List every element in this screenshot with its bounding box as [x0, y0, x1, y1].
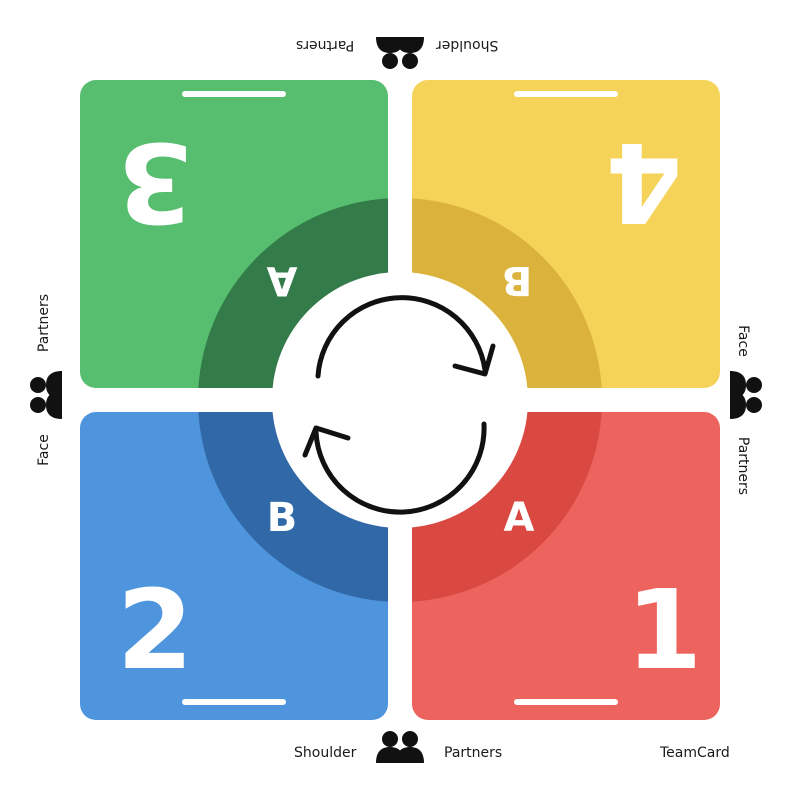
quadrant-2-letter: B [267, 495, 298, 541]
people-icon [376, 37, 424, 69]
label-bottom-shoulder: Shoulder [294, 745, 357, 761]
label-top-shoulder: Shoulder [436, 37, 499, 53]
brand-label: TeamCard [660, 745, 730, 761]
label-left-partners: Partners [36, 293, 53, 353]
label-bottom-partners: Partners [444, 745, 503, 761]
quadrant-4-ring [412, 198, 602, 388]
quadrant-4-bar [514, 91, 618, 97]
quadrant-3-bar [182, 91, 286, 97]
quadrant-3-ring [198, 198, 388, 388]
people-icon [730, 371, 762, 419]
cycle-arrows-icon [302, 295, 496, 515]
quadrant-1-bar [514, 699, 618, 705]
label-top-partners: Partners [296, 37, 355, 53]
quadrant-3-letter: A [266, 257, 297, 303]
label-left-face: Face [35, 434, 52, 466]
quadrant-1-letter: A [504, 495, 535, 541]
label-right-partners: Partners [735, 436, 752, 496]
quadrant-1-number: 1 [626, 566, 703, 694]
quadrant-2-ring [198, 412, 388, 602]
center-disc [272, 272, 528, 528]
label-right-face: Face [734, 325, 751, 357]
people-icon [30, 371, 62, 419]
quadrant-1-ring [412, 412, 602, 602]
quadrant-2-bar [182, 699, 286, 705]
quadrant-2-number: 2 [117, 566, 194, 694]
people-icon [376, 731, 424, 763]
quadrant-4-letter: B [502, 257, 533, 303]
quadrant-3-number: 3 [117, 118, 194, 246]
quadrant-4-number: 4 [606, 118, 683, 246]
